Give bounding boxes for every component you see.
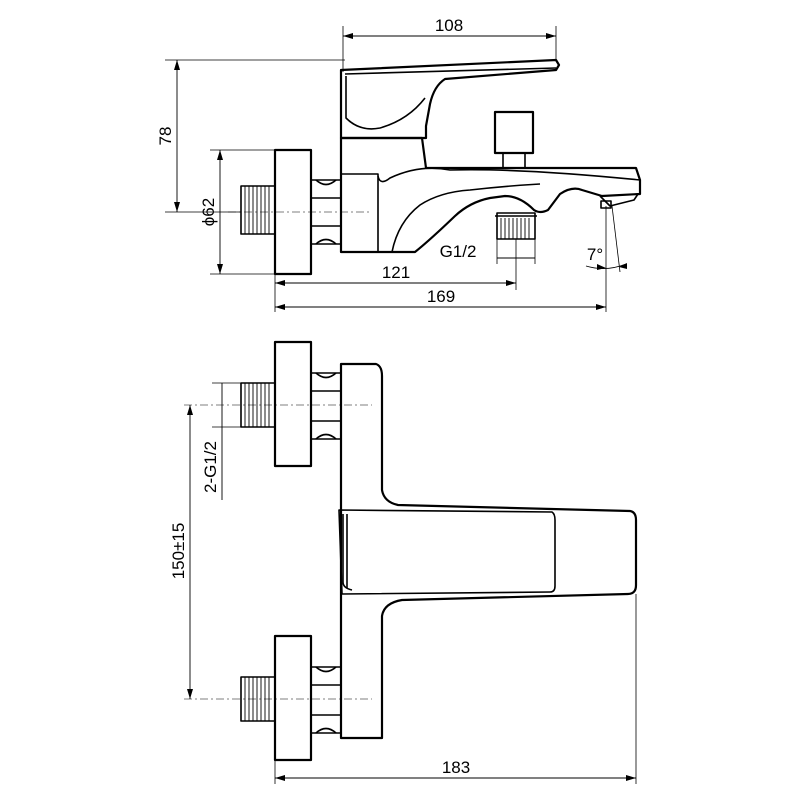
dim-183 <box>274 594 637 784</box>
top-mixer-body <box>339 362 638 740</box>
diverter-knob-cap <box>493 110 535 155</box>
label-169: 169 <box>427 287 455 306</box>
side-view <box>228 58 642 276</box>
dim-78 <box>165 59 345 213</box>
side-lever-handle <box>339 58 561 140</box>
label-phi62: ϕ62 <box>199 198 218 226</box>
top-dimensions <box>187 382 637 784</box>
label-121: 121 <box>382 263 410 282</box>
dim-angle <box>585 205 627 273</box>
side-diverter-knob <box>493 110 535 169</box>
dim-150 <box>187 405 193 699</box>
diverter-knob-stem <box>502 152 526 169</box>
top-upper-nut <box>310 372 342 440</box>
label-inlet-thread: 2-G1/2 <box>201 441 220 493</box>
label-outlet-thread: G1/2 <box>440 242 477 261</box>
side-dimensions <box>165 26 627 312</box>
top-lower-flange <box>273 634 313 762</box>
dim-inlet-thread <box>212 382 241 500</box>
label-183: 183 <box>442 758 470 777</box>
top-lever-handle <box>338 509 556 595</box>
top-upper-flange <box>273 340 313 468</box>
label-angle: 7° <box>587 245 603 264</box>
top-lower-nut <box>310 666 342 734</box>
side-outlet-thread <box>495 212 537 240</box>
label-108: 108 <box>435 16 463 35</box>
dim-121 <box>274 239 517 312</box>
dim-108 <box>342 26 557 72</box>
side-mixer-body <box>339 136 642 254</box>
dim-phi62 <box>210 149 275 275</box>
dim-169 <box>275 272 607 312</box>
label-78: 78 <box>156 127 175 146</box>
side-inlet-thread <box>240 185 276 235</box>
top-view <box>184 340 638 762</box>
label-150: 150±15 <box>169 523 188 580</box>
